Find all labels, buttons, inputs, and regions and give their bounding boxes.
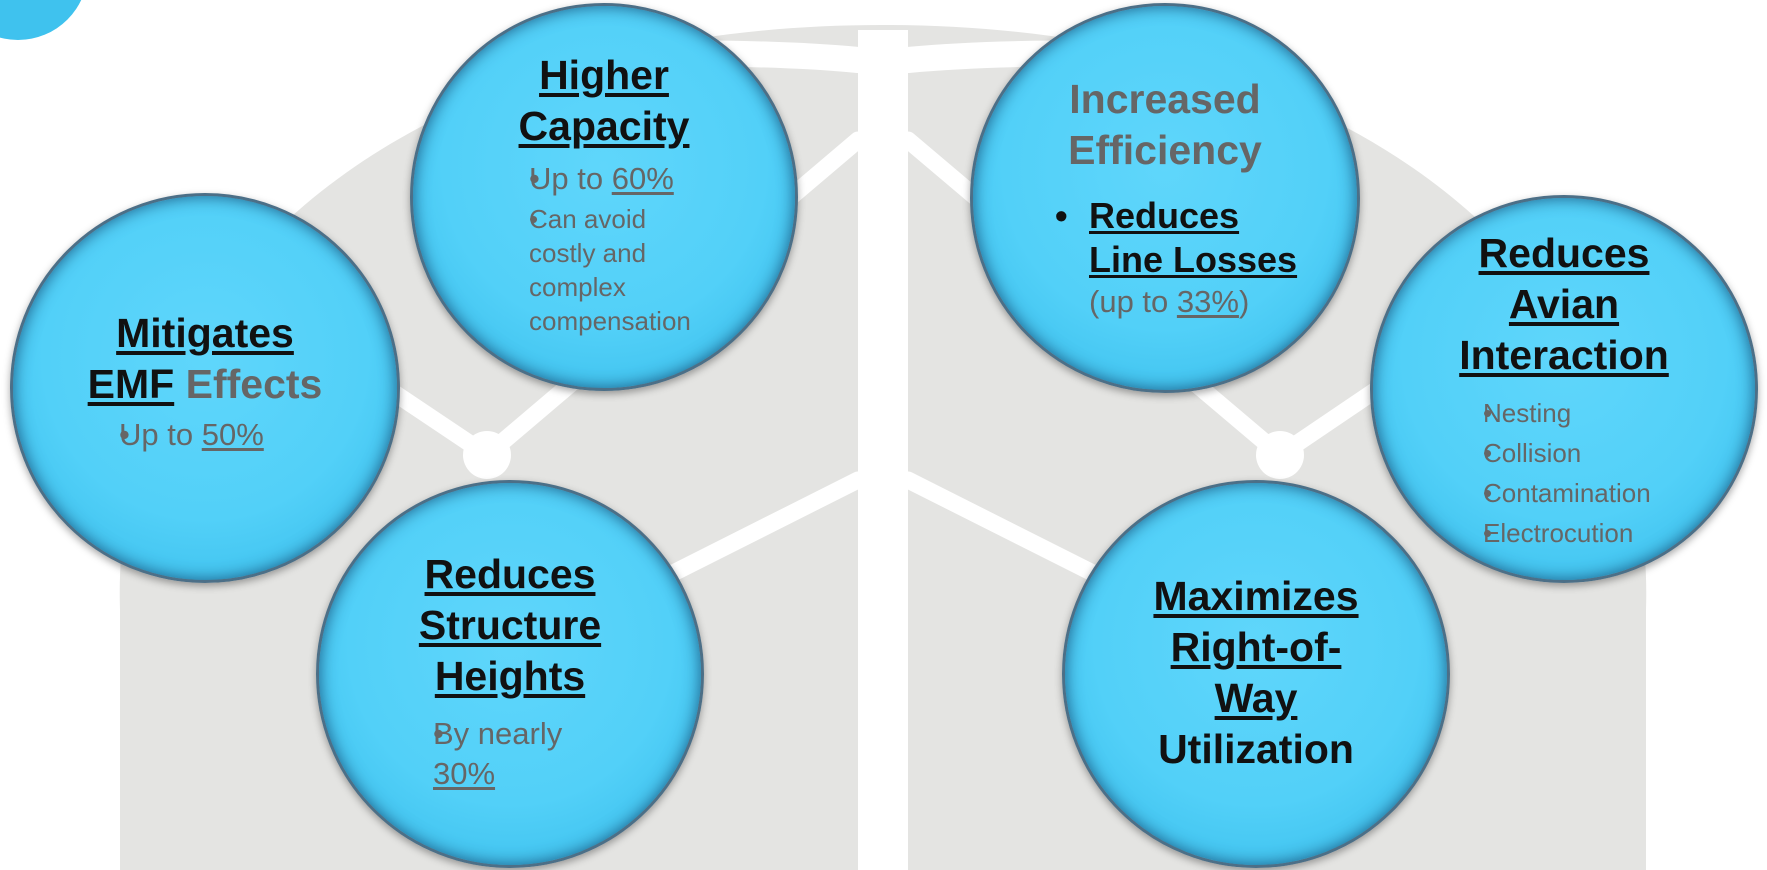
benefit-circle-capacity: Higher Capacity Up to 60% Can avoid cost…	[410, 3, 798, 391]
list-item: Nesting	[1449, 393, 1755, 433]
list-item: Up to 60%	[495, 158, 795, 200]
emf-title: Mitigates EMF Effects	[13, 308, 397, 410]
benefit-circle-efficiency: Increased Efficiency • Reduces Line Loss…	[970, 3, 1360, 393]
emf-title-emf: EMF	[87, 361, 175, 407]
row-title: Maximizes Right-of- Way Utilization	[1153, 573, 1359, 772]
benefit-circle-right-of-way: Maximizes Right-of- Way Utilization	[1062, 480, 1450, 868]
list-item: Collision	[1449, 433, 1755, 473]
avian-title: Reduces Avian Interaction	[1459, 230, 1669, 378]
emf-value: 50%	[201, 417, 264, 452]
list-item: Can avoid costly and complex compensatio…	[495, 202, 795, 338]
benefit-circle-emf: Mitigates EMF Effects Up to 50%	[10, 193, 400, 583]
structure-title: Reduces Structure Heights	[418, 551, 602, 699]
efficiency-title: Increased Efficiency	[1068, 76, 1262, 173]
list-item: Contamination	[1449, 473, 1755, 513]
efficiency-bullet: • Reduces Line Losses (up to 33%)	[1055, 195, 1298, 319]
corner-circle-fragment	[0, 0, 82, 40]
emf-title-effects: Effects	[185, 361, 323, 407]
avian-bullets: Nesting Collision Contamination Electroc…	[1449, 393, 1755, 553]
structure-value: 30%	[433, 756, 496, 791]
list-item: Electrocution	[1449, 513, 1755, 553]
emf-title-mitigates: Mitigates	[116, 310, 294, 356]
capacity-title: Higher Capacity	[518, 52, 690, 149]
emf-bullets: Up to 50%	[89, 416, 397, 454]
capacity-value: 60%	[611, 161, 674, 196]
list-item: Up to 50%	[89, 416, 397, 454]
capacity-bullets: Up to 60% Can avoid costly and complex c…	[495, 158, 795, 338]
benefit-circle-avian: Reduces Avian Interaction Nesting Collis…	[1370, 195, 1758, 583]
structure-bullets: By nearly 30%	[399, 714, 701, 794]
list-item: By nearly 30%	[399, 714, 701, 794]
benefit-circle-structure: Reduces Structure Heights By nearly 30%	[316, 480, 704, 868]
efficiency-value: 33%	[1176, 284, 1239, 319]
